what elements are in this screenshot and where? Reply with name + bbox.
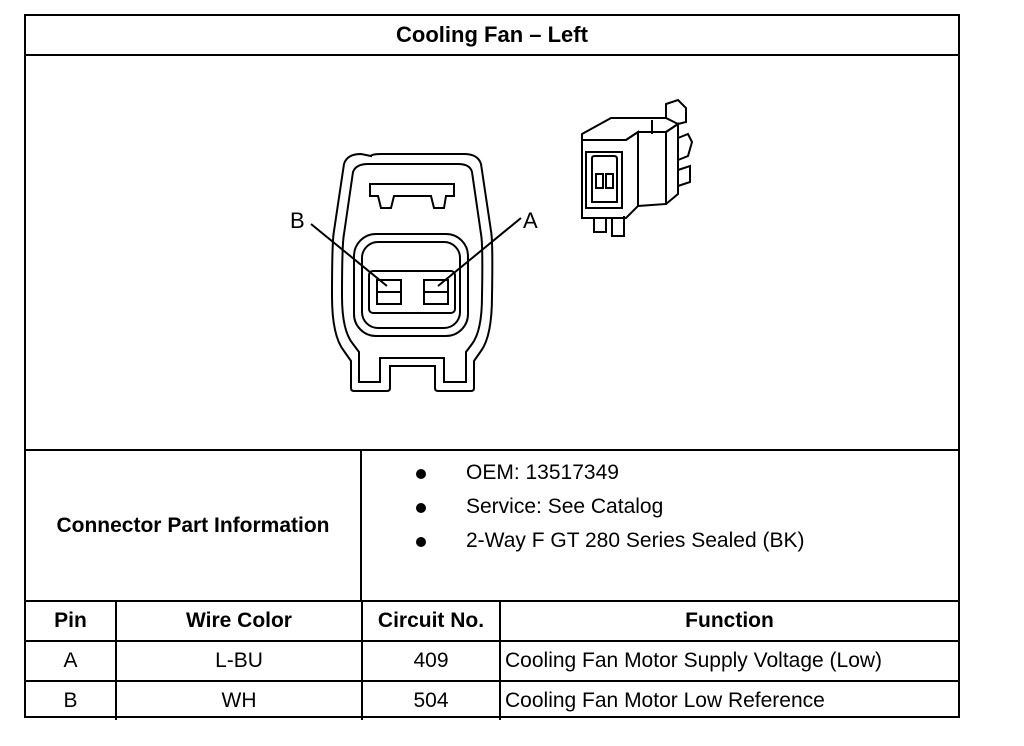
page-title: Cooling Fan – Left	[26, 16, 958, 56]
cell-pin: B	[26, 680, 117, 720]
connector-isometric-view	[581, 98, 694, 237]
cell-function: Cooling Fan Motor Low Reference	[499, 680, 958, 720]
pin-table: Pin Wire Color Circuit No. Function A L-…	[26, 600, 958, 720]
cell-wire-color: L-BU	[115, 640, 363, 682]
cavity-block	[368, 270, 456, 314]
header-pin: Pin	[26, 600, 117, 642]
cell-circuit-no: 409	[361, 640, 501, 682]
table-row: B WH 504 Cooling Fan Motor Low Reference	[26, 680, 958, 720]
cell-wire-color: WH	[115, 680, 363, 720]
connector-drawing: B A	[26, 56, 958, 449]
connector-part-info-row: Connector Part Information OEM: 13517349…	[26, 449, 958, 600]
bullet-icon	[416, 537, 426, 547]
table-header-row: Pin Wire Color Circuit No. Function	[26, 600, 958, 642]
connector-part-info-list: OEM: 13517349 Service: See Catalog 2-Way…	[362, 451, 958, 600]
connector-housing-outer	[330, 152, 494, 392]
cell-function: Cooling Fan Motor Supply Voltage (Low)	[499, 640, 958, 682]
connector-description: 2-Way F GT 280 Series Sealed (BK)	[466, 529, 805, 552]
service-part-info: Service: See Catalog	[466, 495, 664, 518]
bullet-icon	[416, 469, 426, 479]
header-wire-color: Wire Color	[115, 600, 363, 642]
pin-label-a: A	[523, 208, 538, 233]
connector-housing-inner	[340, 163, 484, 383]
seal-outer	[353, 233, 469, 337]
pin-label-b: B	[290, 208, 305, 233]
lock-tab	[369, 183, 455, 209]
connector-part-info-label: Connector Part Information	[26, 451, 362, 600]
oem-part-number: OEM: 13517349	[466, 461, 619, 484]
header-circuit-no: Circuit No.	[361, 600, 501, 642]
cell-circuit-no: 504	[361, 680, 501, 720]
cell-pin: A	[26, 640, 117, 682]
leader-a	[437, 217, 522, 287]
table-row: A L-BU 409 Cooling Fan Motor Supply Volt…	[26, 640, 958, 682]
seal-inner	[361, 241, 461, 329]
leader-b	[310, 223, 388, 287]
bullet-icon	[416, 503, 426, 513]
connector-face-view: B A	[290, 98, 694, 392]
connector-sheet: Cooling Fan – Left	[24, 14, 960, 720]
header-function: Function	[499, 600, 958, 642]
